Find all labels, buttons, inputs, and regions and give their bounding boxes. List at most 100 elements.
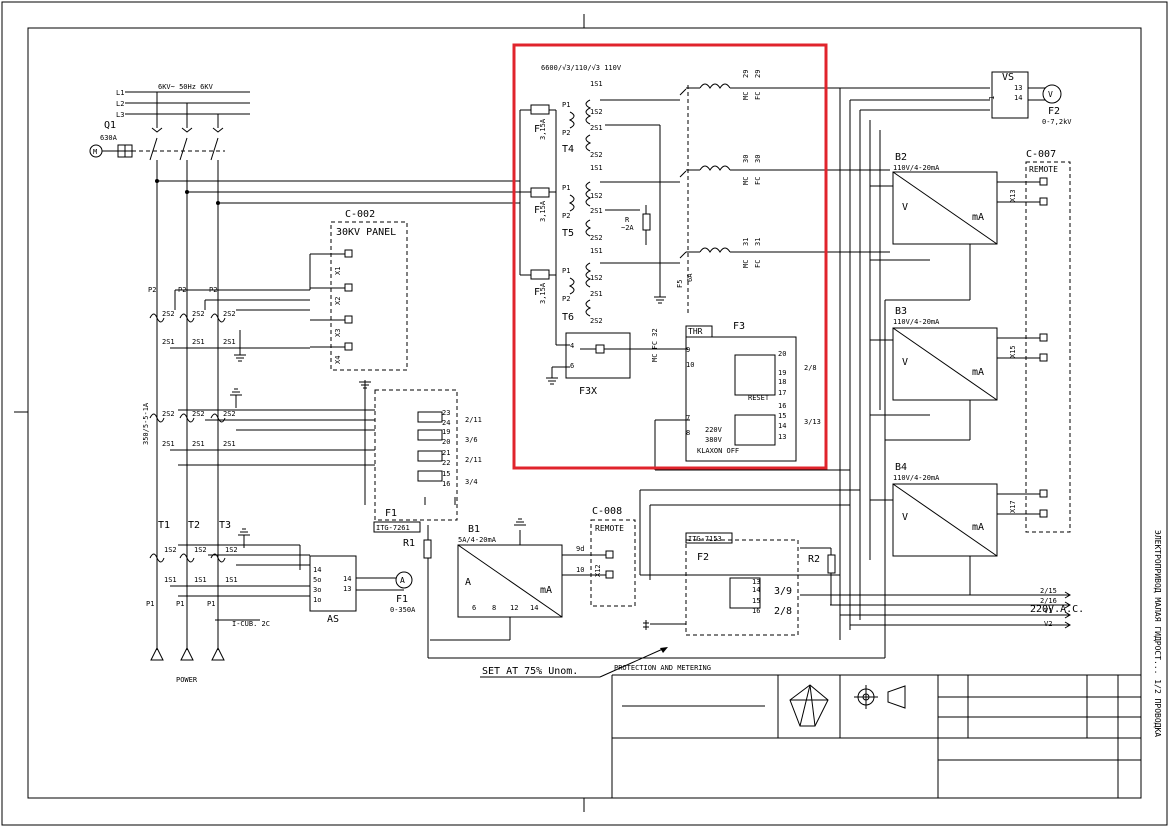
svg-text:X3: X3	[334, 329, 342, 337]
svg-text:14: 14	[313, 566, 321, 574]
svg-text:20: 20	[442, 438, 450, 446]
svg-text:23: 23	[442, 409, 450, 417]
svg-text:1S1: 1S1	[590, 164, 603, 172]
svg-text:FC: FC	[754, 260, 762, 268]
svg-text:2S1: 2S1	[162, 338, 175, 346]
svg-text:V: V	[902, 202, 908, 213]
svg-text:3/6: 3/6	[465, 436, 478, 444]
svg-text:14: 14	[530, 604, 538, 612]
svg-text:T3: T3	[219, 520, 231, 531]
relay-f3x: 4 6 F3X MC FC 32	[546, 328, 688, 397]
svg-text:R2: R2	[808, 554, 820, 565]
svg-text:1S2: 1S2	[164, 546, 177, 554]
svg-text:MC: MC	[742, 92, 750, 100]
svg-text:~2A: ~2A	[621, 224, 634, 232]
svg-text:P2: P2	[562, 129, 570, 137]
svg-text:1S2: 1S2	[194, 546, 207, 554]
breaker-label: Q1	[104, 120, 116, 131]
svg-text:2S1: 2S1	[162, 440, 175, 448]
svg-text:M: M	[93, 148, 97, 156]
svg-text:5o: 5o	[313, 576, 321, 584]
svg-text:19: 19	[442, 428, 450, 436]
ct-upper: P2 P2 P2 2S2 2S1 2S2 2S1 2S2 2S1 350/5-5…	[142, 286, 375, 466]
svg-text:F: F	[534, 287, 540, 298]
svg-text:5A/4-20mA: 5A/4-20mA	[458, 536, 497, 544]
svg-text:A: A	[465, 577, 471, 588]
svg-text:24: 24	[442, 419, 450, 427]
svg-text:1S1: 1S1	[164, 576, 177, 584]
svg-text:F3: F3	[733, 321, 745, 332]
svg-text:2S2: 2S2	[162, 410, 175, 418]
svg-text:2/15: 2/15	[1040, 587, 1057, 595]
svg-text:VS: VS	[1002, 72, 1014, 83]
svg-text:RESET: RESET	[748, 394, 770, 402]
svg-text:T1: T1	[158, 520, 170, 531]
svg-text:P1: P1	[207, 600, 215, 608]
svg-text:V: V	[902, 357, 908, 368]
svg-text:2S2: 2S2	[223, 410, 236, 418]
svg-text:31: 31	[754, 238, 762, 246]
svg-text:B3: B3	[895, 306, 907, 317]
svg-text:FC: FC	[754, 92, 762, 100]
svg-text:T6: T6	[562, 312, 574, 323]
title-caption: PROTECTION AND METERING	[614, 664, 711, 672]
svg-text:380V: 380V	[705, 436, 723, 444]
panel-c002-title: 30KV PANEL	[336, 227, 396, 238]
svg-text:2S1: 2S1	[223, 338, 236, 346]
svg-text:3,15A: 3,15A	[539, 282, 547, 304]
svg-text:4: 4	[570, 342, 574, 350]
svg-text:2S1: 2S1	[590, 124, 603, 132]
svg-text:16: 16	[778, 402, 786, 410]
svg-text:10: 10	[686, 361, 694, 369]
svg-text:P1: P1	[562, 267, 570, 275]
supply-rating: 6KV~ 50Hz 6KV	[158, 83, 214, 91]
svg-text:29: 29	[754, 70, 762, 78]
svg-text:F: F	[534, 124, 540, 135]
svg-text:17: 17	[778, 389, 786, 397]
supply-busbars: L1 L2 L3 6KV~ 50Hz 6KV	[116, 83, 250, 128]
svg-text:110V/4-20mA: 110V/4-20mA	[893, 318, 940, 326]
svg-text:22: 22	[442, 459, 450, 467]
svg-text:13: 13	[752, 578, 760, 586]
transducer-b2: B2 110V/4-20mA V mA X13	[892, 152, 1048, 245]
svg-text:14: 14	[1014, 94, 1022, 102]
transducer-b1: B1 5A/4-20mA A mA 6 8 12 14 R1	[403, 518, 885, 659]
svg-text:2/16: 2/16	[1040, 597, 1057, 605]
svg-text:6: 6	[570, 362, 574, 370]
svg-text:12: 12	[510, 604, 518, 612]
svg-text:B4: B4	[895, 462, 907, 473]
svg-text:2S2: 2S2	[223, 310, 236, 318]
panel-c002-id: C-002	[345, 209, 375, 220]
svg-text:R: R	[625, 216, 630, 224]
svg-text:P2: P2	[148, 286, 156, 294]
svg-text:C-007: C-007	[1026, 149, 1056, 160]
svg-text:mA: mA	[972, 522, 984, 533]
svg-text:B1: B1	[468, 524, 480, 535]
svg-text:2S2: 2S2	[590, 234, 603, 242]
remote-c007: C-007 REMOTE	[1025, 149, 1071, 533]
svg-text:2S2: 2S2	[590, 151, 603, 159]
relay-f1: 23 24 19 20 21 22 15 16 2/11 3/6 2/11 3/…	[359, 380, 482, 533]
svg-text:2/11: 2/11	[465, 456, 482, 464]
svg-text:X15: X15	[1009, 345, 1017, 358]
cub-label: I-CUB. 2C	[232, 620, 270, 628]
outputs: 2/15 2/16 V1 V2 220V.A.C.	[800, 587, 1084, 629]
svg-text:9: 9	[686, 346, 690, 354]
svg-text:MC FC 32: MC FC 32	[651, 328, 659, 362]
title-block: PROTECTION AND METERING ЭЛЕКТРОПРИВОД МА…	[611, 530, 1162, 798]
svg-text:R1: R1	[403, 538, 415, 549]
svg-text:P1: P1	[146, 600, 154, 608]
svg-text:6: 6	[472, 604, 476, 612]
vt-transformer-t4: P1 P2 1S1 1S2 2S1 2S2 T4	[562, 80, 603, 159]
svg-text:2/8: 2/8	[774, 606, 792, 617]
transducer-b4: B4 110V/4-20mA V mA X17	[892, 462, 1048, 557]
svg-text:110V/4-20mA: 110V/4-20mA	[893, 474, 940, 482]
breaker-q1: Q1 630A M POWER	[89, 120, 225, 684]
svg-text:10: 10	[576, 566, 584, 574]
svg-text:AS: AS	[327, 614, 339, 625]
svg-text:2S2: 2S2	[192, 310, 205, 318]
svg-text:P2: P2	[562, 212, 570, 220]
svg-text:7: 7	[686, 414, 690, 422]
svg-text:2S1: 2S1	[223, 440, 236, 448]
